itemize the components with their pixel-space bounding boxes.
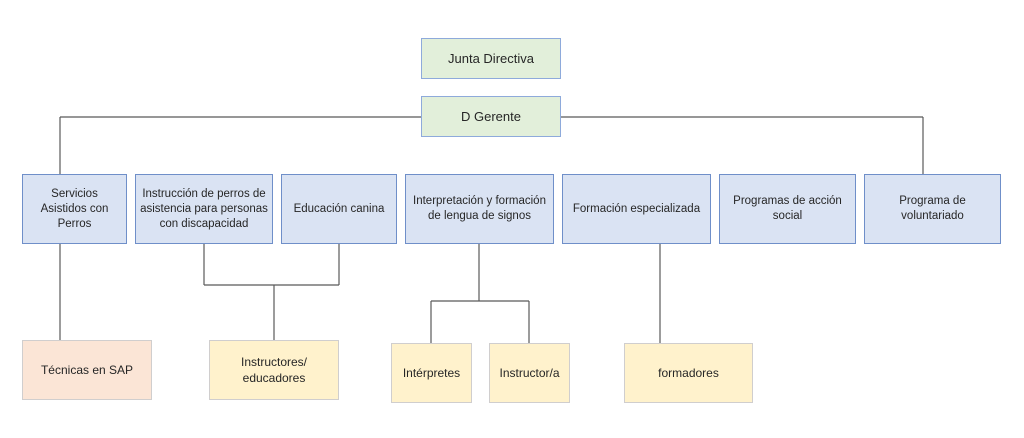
node-educacion-canina: Educación canina [281,174,397,244]
node-label: Programas de acción social [733,195,842,222]
node-label: Junta Directiva [448,50,534,66]
node-label: Servicios Asistidos con Perros [40,187,109,230]
node-interpretes: Intérpretes [391,343,472,403]
node-label: Educación canina [293,202,385,215]
node-programa-voluntariado: Programa de voluntariado [864,174,1001,244]
node-instruccion-perros: Instrucción de perros de asistencia para… [135,174,273,244]
node-label: Formación especializada [572,202,701,215]
node-instructores-educadores: Instructores/ educadores [209,340,339,400]
node-label: Instructor/a [499,366,560,380]
node-label: Interpretación y formación de lengua de … [413,195,546,222]
node-label: Instrucción de perros de asistencia para… [140,187,268,230]
node-interpretacion-signos: Interpretación y formación de lengua de … [405,174,554,244]
node-instructora: Instructor/a [489,343,570,403]
node-formacion-especializada: Formación especializada [562,174,711,244]
node-label: Técnicas en SAP [40,363,134,377]
node-tecnicas-sap: Técnicas en SAP [22,340,152,400]
node-servicios-asistidos: Servicios Asistidos con Perros [22,174,127,244]
node-label: Instructores/ educadores [240,355,308,385]
node-junta-directiva: Junta Directiva [421,38,561,79]
node-formadores: formadores [624,343,753,403]
node-label: formadores [658,366,719,380]
node-programas-accion-social: Programas de acción social [719,174,856,244]
node-gerente: D Gerente [421,96,561,137]
node-label: D Gerente [461,108,521,124]
node-label: Intérpretes [402,366,461,380]
node-label: Programa de voluntariado [899,195,966,222]
